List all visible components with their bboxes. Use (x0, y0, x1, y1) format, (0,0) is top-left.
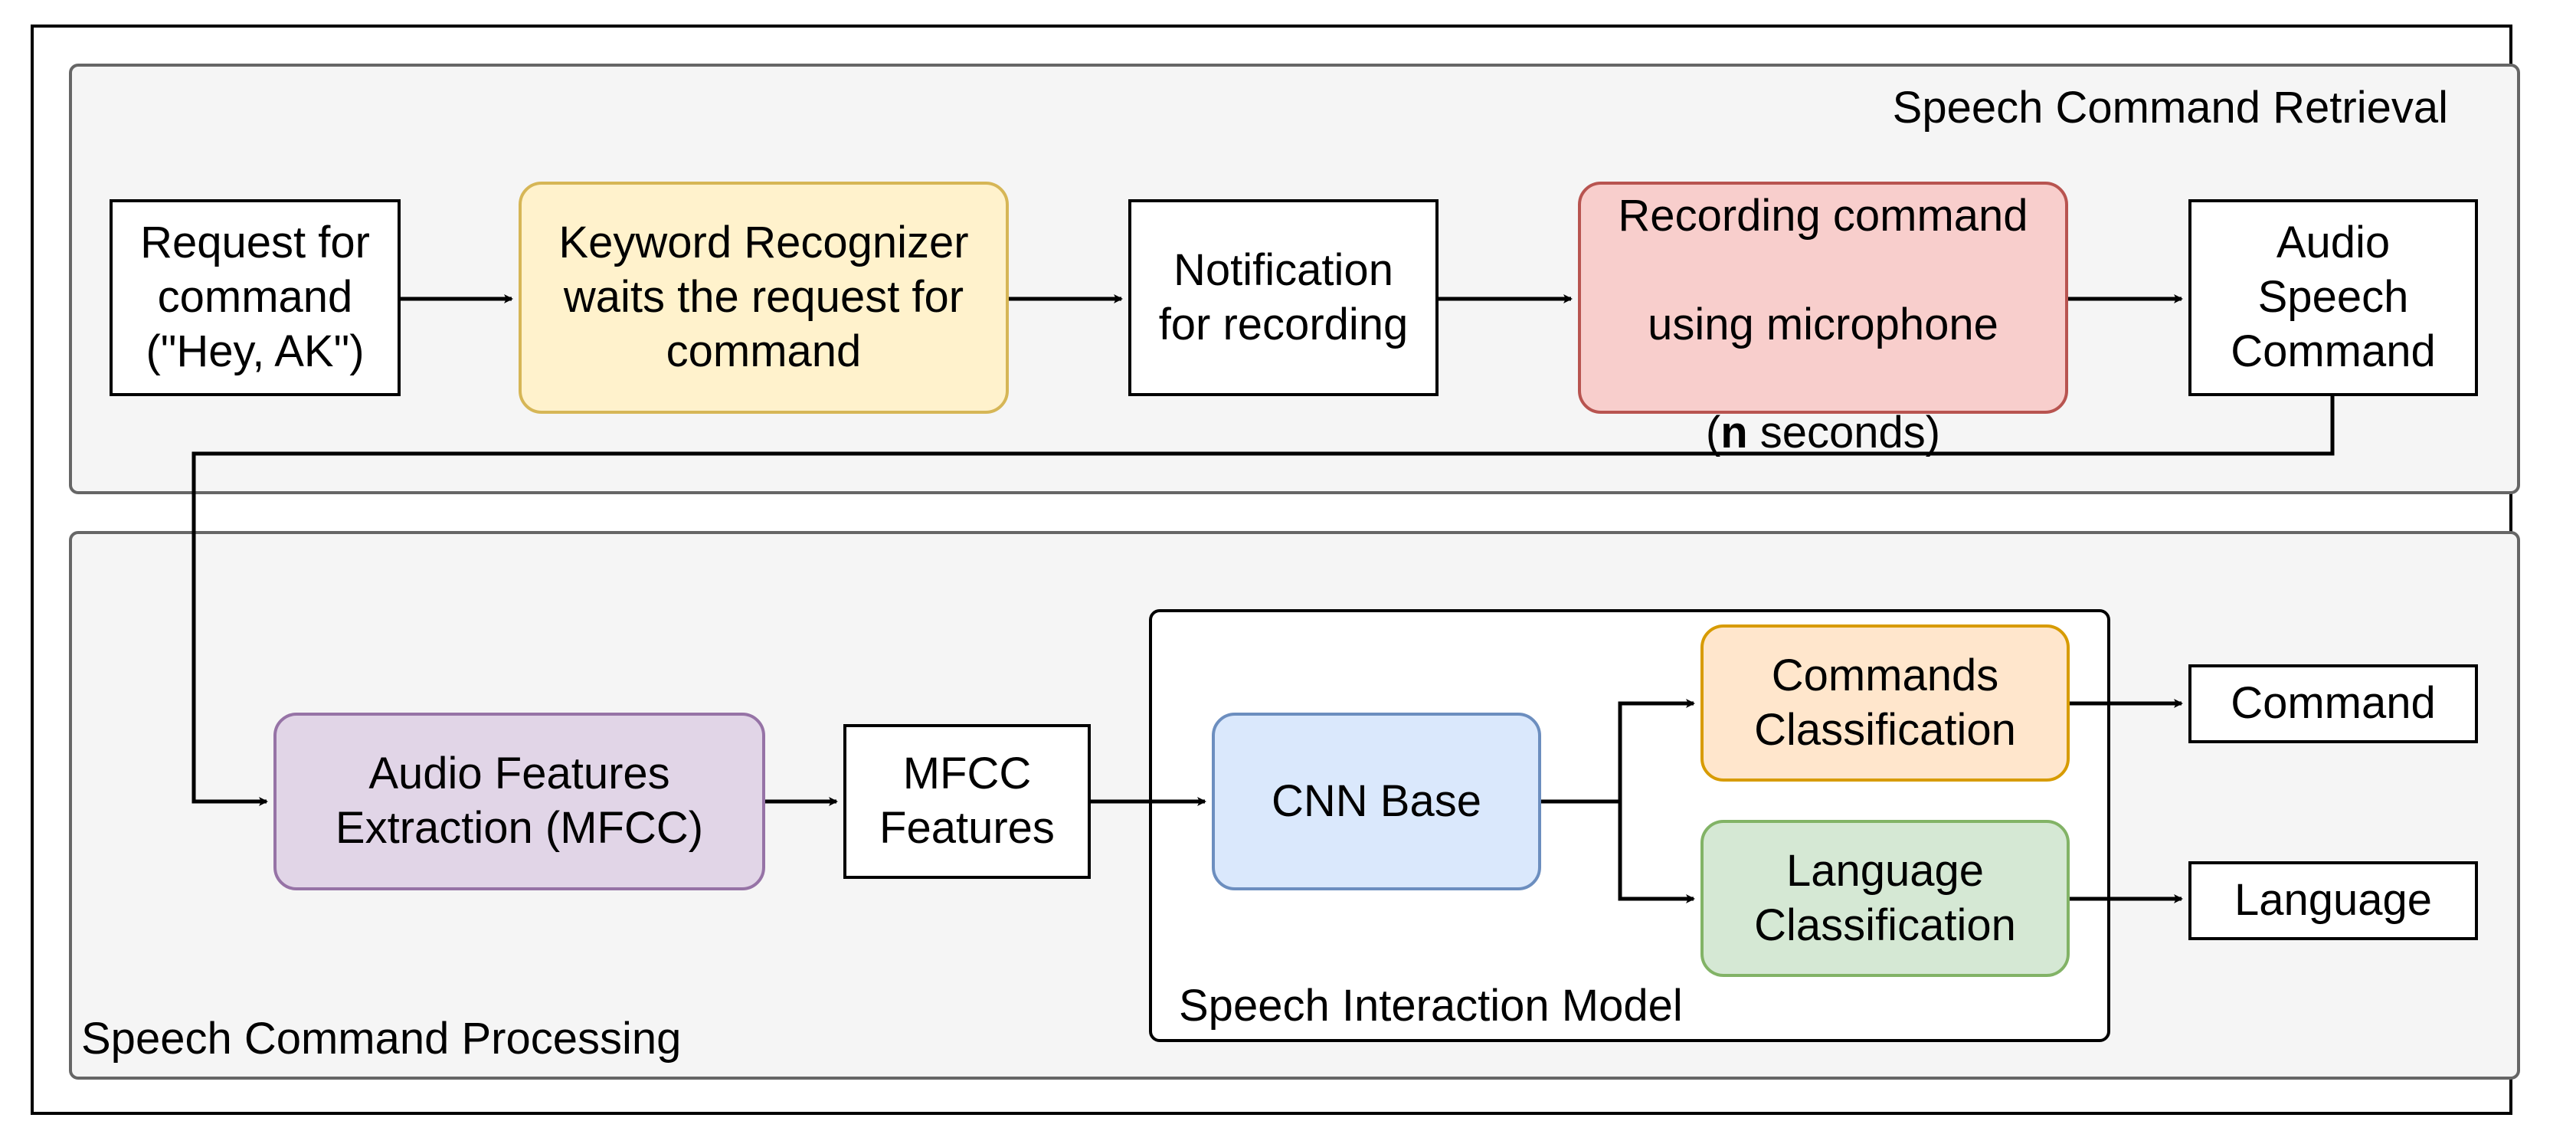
command-output-node: Command (2188, 664, 2478, 743)
recording-line2: using microphone (1648, 299, 1998, 349)
language-out-text: Language (2234, 875, 2433, 926)
recording-command-node: Recording command using microphone (n se… (1578, 182, 2068, 457)
features-text: Audio Features Extraction (MFCC) (335, 749, 704, 853)
audio-cmd-text: Audio Speech Command (2231, 218, 2436, 376)
cnn-text: CNN Base (1272, 775, 1481, 826)
group-label-processing: Speech Command Processing (81, 1014, 682, 1064)
recording-line3-rest: seconds) (1747, 408, 1941, 457)
cnn-base-node: CNN Base (1212, 713, 1541, 890)
commands-cls-text: Commands Classification (1754, 650, 2016, 755)
mfcc-features-node: MFCC Features (843, 724, 1091, 879)
language-output-node: Language (2188, 861, 2478, 940)
audio-features-extraction-node: Audio Features Extraction (MFCC) (273, 713, 765, 890)
request-text: Request for command ("Hey, AK") (140, 218, 370, 376)
audio-speech-command-node: Audio Speech Command (2188, 199, 2478, 396)
recording-text: Recording command using microphone (n se… (1618, 135, 2028, 461)
recording-n-bold: n (1720, 408, 1748, 457)
model-label: Speech Interaction Model (1179, 981, 1683, 1031)
commands-classification-node: Commands Classification (1700, 624, 2070, 782)
language-classification-node: Language Classification (1700, 820, 2070, 977)
group-label-retrieval: Speech Command Retrieval (1892, 83, 2448, 133)
command-out-text: Command (2231, 678, 2436, 729)
keyword-recognizer-node: Keyword Recognizer waits the request for… (519, 182, 1009, 414)
notification-text: Notification for recording (1158, 244, 1409, 349)
language-cls-text: Language Classification (1754, 845, 2016, 950)
notification-node: Notification for recording (1128, 199, 1439, 396)
recording-line1: Recording command (1618, 191, 2028, 241)
request-for-command-node: Request for command ("Hey, AK") (110, 199, 401, 396)
keyword-text: Keyword Recognizer waits the request for… (558, 218, 969, 376)
recording-line3-open: ( (1705, 408, 1721, 457)
mfcc-text: MFCC Features (879, 749, 1055, 853)
